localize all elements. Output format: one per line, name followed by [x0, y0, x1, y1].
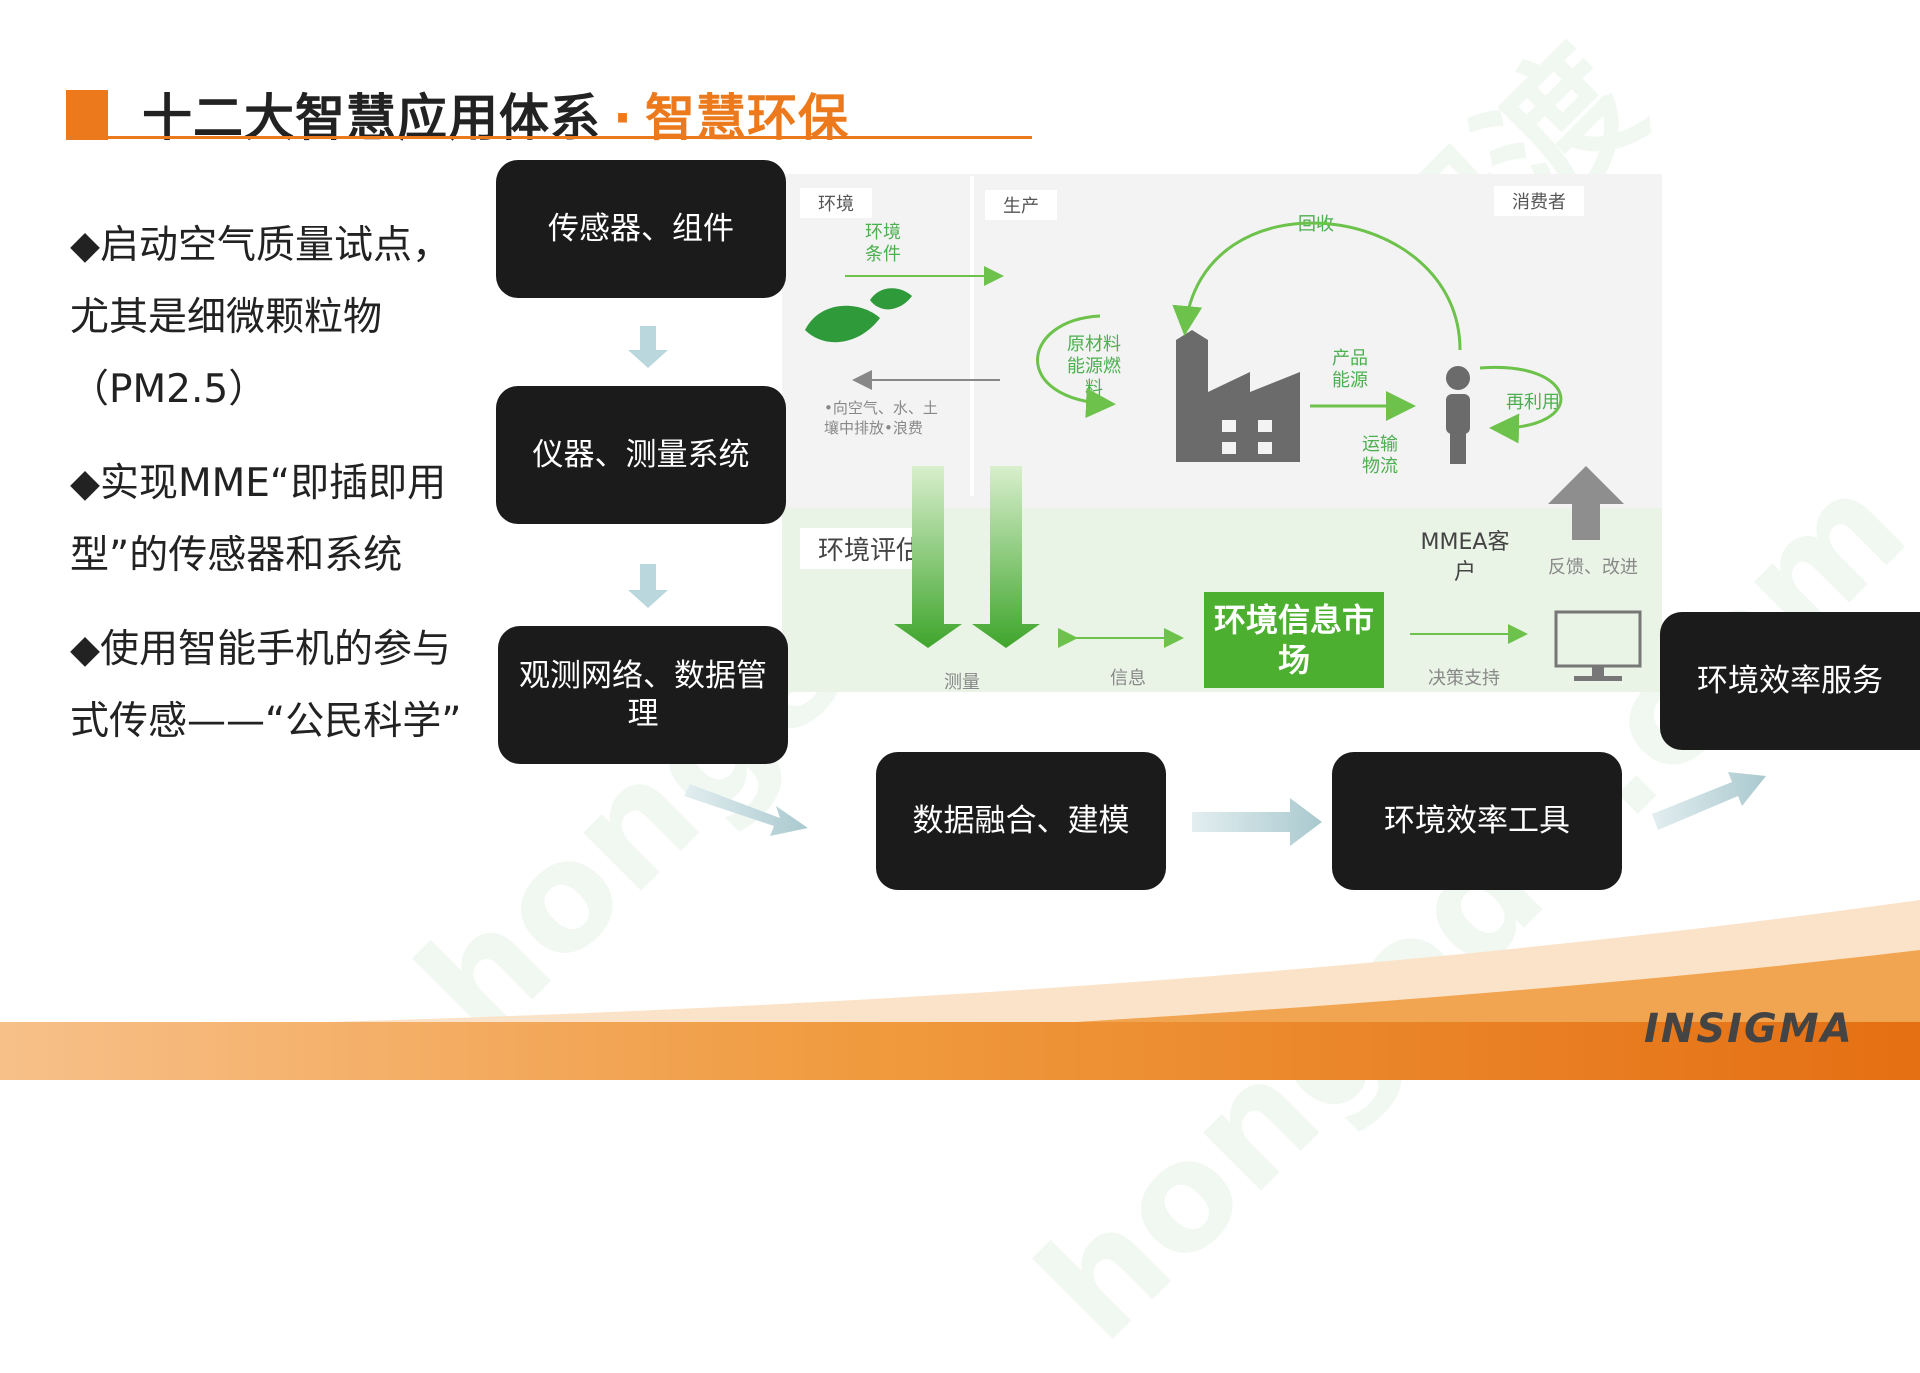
section-consumer-label: 消费者 — [1494, 186, 1584, 216]
raw-materials-arrow — [1036, 314, 1116, 419]
panel-divider — [970, 176, 974, 496]
monitor-icon — [1554, 610, 1642, 681]
recycle-arrow — [1172, 221, 1462, 351]
flow-down-arrow — [628, 564, 668, 608]
title-underline — [66, 136, 1032, 139]
diagram-graphics — [628, 221, 1766, 846]
bottom-stripe — [0, 1022, 1920, 1080]
feedback-up-arrow — [1548, 466, 1624, 540]
bullet-list: ◆启动空气质量试点，尤其是细微颗粒物（PM2.5） ◆实现MME“即插即用型”的… — [70, 210, 470, 780]
measure-down-arrow-2 — [972, 466, 1040, 648]
info-label: 信息 — [1110, 668, 1146, 689]
flow-box-instruments: 仪器、测量系统 — [496, 386, 786, 524]
reuse-arrow — [1479, 365, 1563, 444]
product-energy-label: 产品能源 — [1332, 348, 1368, 391]
flow-box-sensors: 传感器、组件 — [496, 160, 786, 298]
emissions-label: •向空气、水、土壤中排放•浪费 — [824, 399, 938, 437]
env-condition-label: 环境条件 — [865, 222, 901, 265]
leaf-icon — [805, 288, 912, 343]
bullet-item: ◆使用智能手机的参与式传感——“公民科学” — [70, 627, 462, 744]
flow-box-service: 环境效率服务 — [1660, 612, 1920, 750]
decision-support-label: 决策支持 — [1428, 668, 1500, 689]
section-prod-label: 生产 — [985, 190, 1057, 220]
flow-right-arrow — [1192, 798, 1322, 846]
title-marker — [66, 90, 108, 140]
bullet-item: ◆启动空气质量试点，尤其是细微颗粒物（PM2.5） — [70, 223, 451, 412]
reuse-label: 再利用 — [1506, 392, 1560, 413]
company-logo: INSIGMA — [1644, 1006, 1854, 1052]
flow-box-fusion: 数据融合、建模 — [876, 752, 1166, 890]
flow-diagonal-arrow — [1652, 772, 1766, 830]
section-env-label: 环境 — [800, 188, 872, 218]
transport-label: 运输物流 — [1362, 434, 1398, 477]
feedback-label: 反馈、改进 — [1548, 557, 1638, 578]
measure-down-arrow — [894, 466, 962, 648]
flow-down-arrow — [628, 326, 668, 368]
measure-label: 测量 — [944, 672, 980, 693]
title-separator: · — [613, 89, 633, 147]
flow-diagonal-arrow — [684, 784, 808, 836]
mmea-client-label: MMEA客户 — [1420, 530, 1510, 585]
bullet-item: ◆实现MME“即插即用型”的传感器和系统 — [70, 461, 447, 578]
flow-box-tools: 环境效率工具 — [1332, 752, 1622, 890]
flow-box-network: 观测网络、数据管理 — [498, 626, 788, 764]
env-info-market: 环境信息市场 — [1204, 592, 1384, 688]
person-icon — [1446, 366, 1470, 464]
factory-icon — [1176, 330, 1300, 462]
